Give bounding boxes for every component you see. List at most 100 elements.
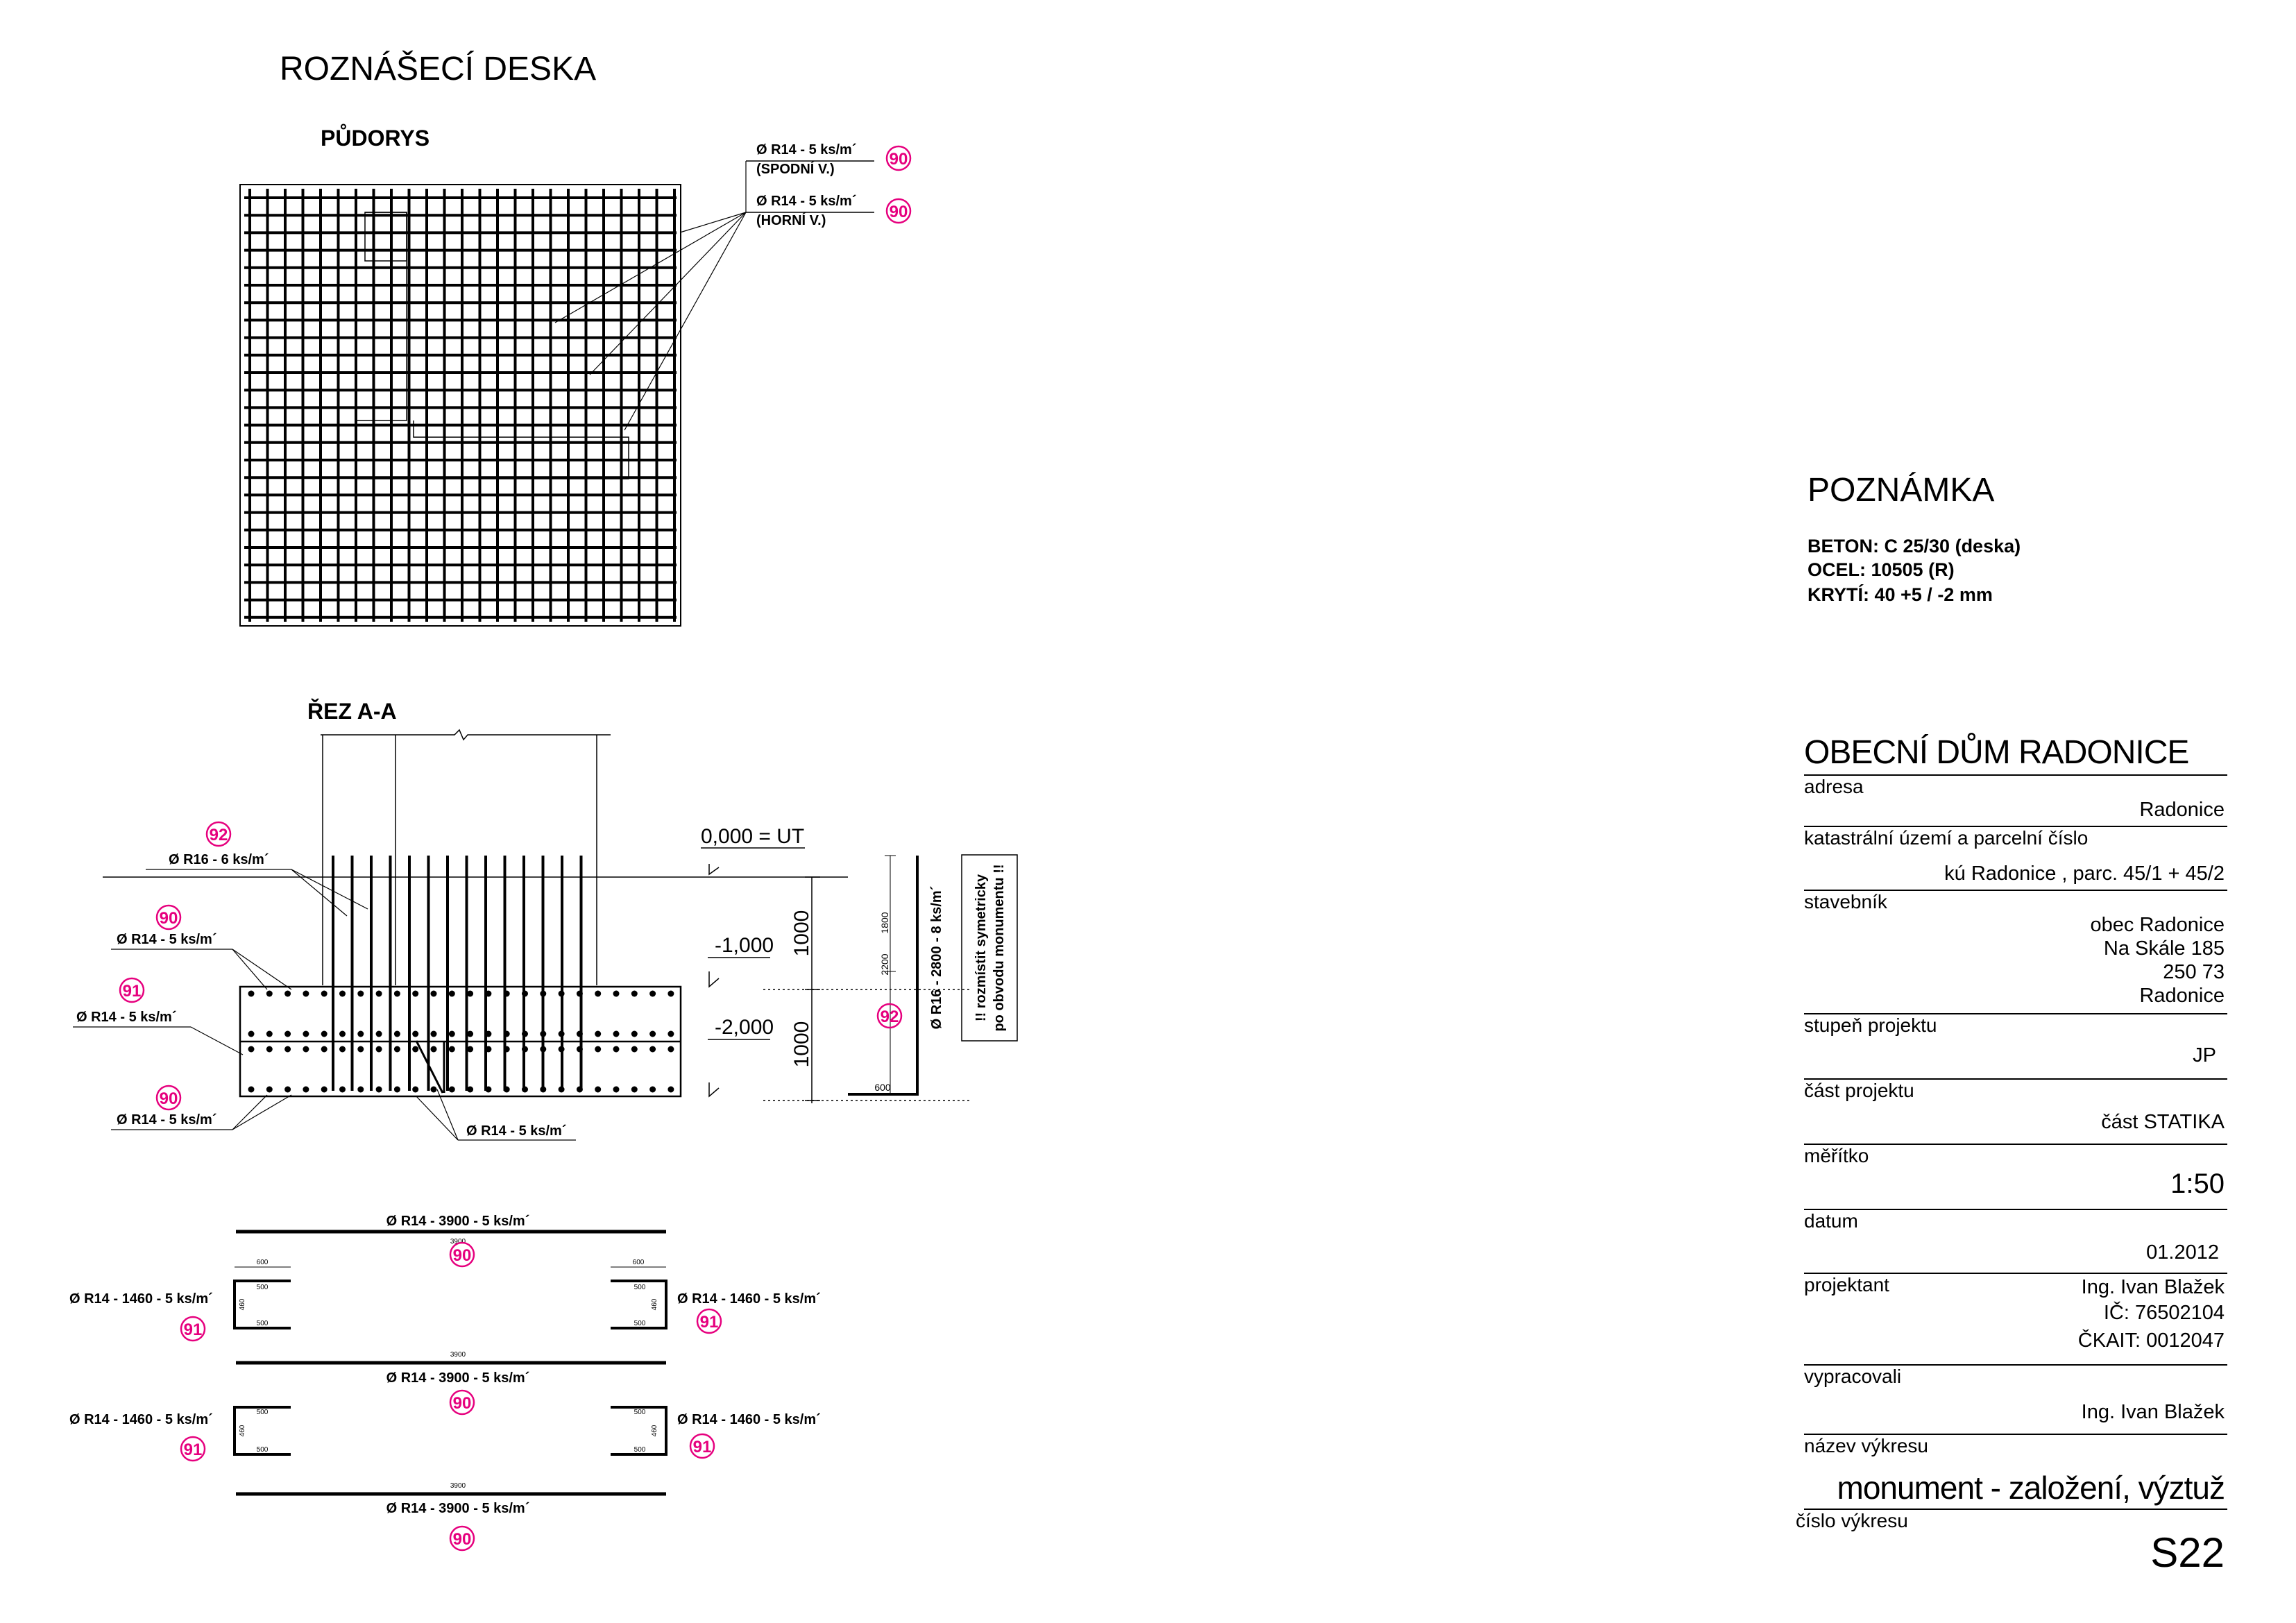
section-rebar-dot xyxy=(595,990,602,997)
bar-schedule: Ø R14 - 3900 - 5 ks/m´ 3900 90 3900 Ø R1… xyxy=(69,1214,821,1552)
dim-1000-upper: 1000 xyxy=(790,910,813,957)
section-rebar-dot xyxy=(321,1046,328,1053)
plan-callout-top: Ø R14 - 5 ks/m´ (HORNÍ V.) 90 xyxy=(746,194,912,228)
svg-text:500: 500 xyxy=(634,1409,646,1416)
section-dimension xyxy=(763,876,971,1103)
level-minus-2: -2,000 xyxy=(708,1016,774,1098)
section-rebar-dot xyxy=(357,990,364,997)
tb-value: část STATIKA xyxy=(2101,1111,2225,1133)
section-rebar-dot xyxy=(503,1086,510,1093)
section-rebar-dot xyxy=(430,1046,437,1053)
section-rebar-dot xyxy=(649,990,656,997)
section-rebar-dot xyxy=(266,990,273,997)
symmetry-note: !! rozmístit symetricky po obvodu monume… xyxy=(961,854,1018,1042)
svg-text:3900: 3900 xyxy=(450,1238,466,1246)
section-rebar-dot xyxy=(303,1046,309,1053)
section-rebar-dot xyxy=(284,1046,291,1053)
svg-text:3900: 3900 xyxy=(450,1351,466,1359)
section-callout-91: 91 Ø R14 - 5 ks/m´ xyxy=(73,977,244,1055)
svg-text:91: 91 xyxy=(123,982,142,1001)
section-rebar-dot xyxy=(357,1086,364,1093)
section-rebar-dot xyxy=(576,1046,583,1053)
section-rebar-dot xyxy=(631,1086,638,1093)
svg-text:Ø R14 - 3900 - 5 ks/m´: Ø R14 - 3900 - 5 ks/m´ xyxy=(386,1501,530,1516)
section-rebar-dot xyxy=(412,1046,419,1053)
section-rebar-dot xyxy=(595,1086,602,1093)
section-rebar-dot xyxy=(649,1086,656,1093)
section-rebar-dot xyxy=(595,1046,602,1053)
section-rebar-dot xyxy=(321,1086,328,1093)
tb-label: stavebník xyxy=(1804,891,1887,912)
tb-row-cadastral: katastrální území a parcelní číslo kú Ra… xyxy=(1804,827,2227,891)
foundation-slab xyxy=(239,985,682,1098)
section-rebar-dot xyxy=(613,990,620,997)
section-rebar-dot xyxy=(467,990,474,997)
section-rebar-dot xyxy=(248,1046,255,1053)
tb-row-investor: stavebník obec Radonice Na Skále 185 250… xyxy=(1804,891,2227,1014)
tb-value: 1:50 xyxy=(2170,1169,2225,1199)
section-rebar-dot xyxy=(503,990,510,997)
section-rebar-dot xyxy=(266,1086,273,1093)
svg-text:Ø R14 - 1460 - 5 ks/m´: Ø R14 - 1460 - 5 ks/m´ xyxy=(69,1291,213,1307)
svg-text:Ø R14 - 5 ks/m´: Ø R14 - 5 ks/m´ xyxy=(756,142,857,158)
svg-text:Ø R14 - 5 ks/m´: Ø R14 - 5 ks/m´ xyxy=(756,194,857,209)
section-callout-90-bottom: 90 Ø R14 - 5 ks/m´ xyxy=(111,1085,292,1130)
section-rebar-dots xyxy=(248,990,674,1093)
section-callout-92: 92 Ø R16 - 6 ks/m´ xyxy=(146,821,368,917)
section-rebar-dot xyxy=(393,1030,400,1037)
svg-text:Ø R16 - 2800 - 8 ks/m´: Ø R16 - 2800 - 8 ks/m´ xyxy=(929,886,944,1030)
section-rebar-dot xyxy=(667,1086,674,1093)
svg-text:500: 500 xyxy=(634,1446,646,1454)
section-rebar-dot xyxy=(448,1046,455,1053)
title-block: OBECNÍ DŮM RADONICE adresa Radonice kata… xyxy=(1796,722,2227,1574)
section-rebar-dot xyxy=(303,1030,309,1037)
section-rebar-dot xyxy=(485,1046,492,1053)
section-rebar-dot xyxy=(339,1086,346,1093)
section-label: ŘEZ A-A xyxy=(307,699,397,724)
svg-text:po obvodu monumentu !!: po obvodu monumentu !! xyxy=(992,864,1007,1031)
svg-text:90: 90 xyxy=(453,1394,472,1413)
svg-text:Ø R14 - 3900 - 5 ks/m´: Ø R14 - 3900 - 5 ks/m´ xyxy=(386,1370,530,1386)
section-rebar-dot xyxy=(248,1030,255,1037)
svg-text:92: 92 xyxy=(210,826,228,844)
svg-text:91: 91 xyxy=(184,1441,203,1459)
svg-text:-1,000: -1,000 xyxy=(715,934,774,957)
svg-text:90: 90 xyxy=(453,1530,472,1549)
tb-value: JP xyxy=(2193,1044,2216,1067)
section-rebar-dot xyxy=(321,1030,328,1037)
svg-text:92: 92 xyxy=(881,1008,899,1026)
level-ut: 0,000 = UT xyxy=(701,825,805,876)
level-minus-1: -1,000 xyxy=(708,934,774,988)
section-rebar-dot xyxy=(284,990,291,997)
svg-text:600: 600 xyxy=(633,1259,645,1266)
section-rebar-dot xyxy=(649,1030,656,1037)
section-rebar-dot xyxy=(303,1086,309,1093)
section-rebar-dot xyxy=(613,1030,620,1037)
tb-row-designer: projektant Ing. Ivan Blažek IČ: 76502104… xyxy=(1804,1274,2227,1366)
section-rebar-dot xyxy=(357,1030,364,1037)
tb-row-prepared: vypracovali Ing. Ivan Blažek xyxy=(1804,1366,2227,1435)
svg-text:500: 500 xyxy=(257,1409,269,1416)
svg-text:460: 460 xyxy=(239,1298,246,1310)
svg-text:Ø R14 - 5 ks/m´: Ø R14 - 5 ks/m´ xyxy=(466,1123,567,1139)
svg-text:91: 91 xyxy=(700,1313,719,1332)
tb-row-drawing-number: číslo výkresu S22 xyxy=(1796,1510,2227,1574)
tb-row-address: adresa Radonice xyxy=(1804,776,2227,827)
section-rebar-dot xyxy=(448,990,455,997)
section-rebar-dot xyxy=(448,1086,455,1093)
tb-label: vypracovali xyxy=(1804,1366,1902,1387)
section-rebar-dot xyxy=(430,1030,437,1037)
svg-text:500: 500 xyxy=(634,1320,646,1327)
tb-label: číslo výkresu xyxy=(1796,1510,1908,1531)
section-rebar-dot xyxy=(393,1086,400,1093)
section-bent-bar xyxy=(415,1040,444,1094)
tb-value: 01.2012 xyxy=(2146,1241,2219,1264)
svg-text:(SPODNÍ V.): (SPODNÍ V.) xyxy=(756,161,835,177)
section-rebar-dot xyxy=(339,1046,346,1053)
tb-label: adresa xyxy=(1804,776,1864,797)
section-rebar-dot xyxy=(248,990,255,997)
plan-leader-lines xyxy=(554,161,747,431)
section-vertical-bars xyxy=(332,856,583,1094)
section-rebar-dot xyxy=(595,1030,602,1037)
